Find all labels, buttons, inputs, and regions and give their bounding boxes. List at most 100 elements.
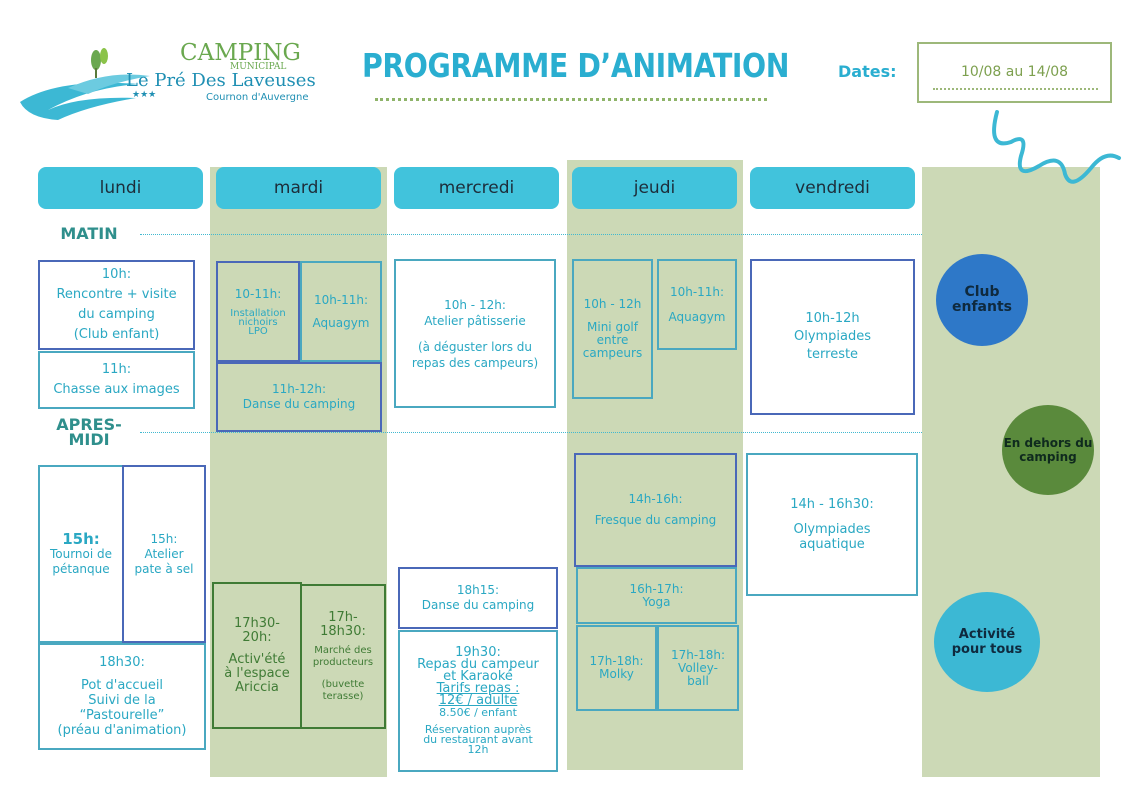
event-line: terasse) <box>322 690 364 702</box>
event-lundi-pot-accueil: 18h30: Pot d'accueil Suivi de la “Pastou… <box>38 643 206 750</box>
day-header-mercredi: mercredi <box>394 167 559 209</box>
event-line: Aquagym <box>668 309 726 324</box>
title-underline <box>375 98 767 101</box>
event-time: 17h-18h: <box>670 647 726 662</box>
event-mardi-danse: 11h-12h: Danse du camping <box>216 362 382 432</box>
event-time: 19h30: <box>455 645 501 660</box>
day-header-jeudi: jeudi <box>572 167 737 209</box>
logo-location-text: Cournon d'Auvergne <box>206 92 309 103</box>
event-mardi-aquagym: 10h-11h: Aquagym <box>300 261 382 362</box>
event-line: LPO <box>248 326 268 337</box>
event-line: “Pastourelle” <box>79 708 165 723</box>
event-line: Tournoi de <box>49 546 113 561</box>
event-line: Atelier pâtisserie <box>424 313 526 328</box>
event-lundi-pate-sel: 15h: Atelier pate à sel <box>122 465 206 643</box>
event-line: Réservation auprès <box>424 723 532 736</box>
event-mercredi-patisserie: 10h - 12h: Atelier pâtisserie (à déguste… <box>394 259 556 408</box>
event-time: 18h15: <box>456 583 500 597</box>
event-mardi-nichoirs: 10-11h: Installation nichoirs LPO <box>216 261 300 362</box>
event-time: 17h30- <box>233 615 280 631</box>
event-lundi-chasse: 11h: Chasse aux images <box>38 351 195 409</box>
event-line: Marché des <box>314 644 372 656</box>
logo-stars: ★★★ <box>132 90 157 100</box>
event-time: 20h: <box>242 629 272 645</box>
morning-divider <box>140 234 922 235</box>
event-line: 12€ / adulte <box>438 693 518 708</box>
afternoon-label-line2: MIDI <box>68 430 110 449</box>
section-morning-label: MATIN <box>38 214 140 252</box>
logo-camping-text: CAMPING <box>180 40 301 66</box>
event-jeudi-yoga: 16h-17h: Yoga <box>576 567 737 624</box>
event-jeudi-mini-golf: 10h - 12h Mini golf entre campeurs <box>572 259 653 399</box>
legend-outside-label: En dehors du camping <box>1003 436 1093 464</box>
event-lundi-petanque: 15h: Tournoi de pétanque <box>38 465 124 643</box>
event-line: Atelier <box>144 546 184 561</box>
event-line: Aquagym <box>312 315 370 330</box>
day-header-mardi: mardi <box>216 167 381 209</box>
event-time: 15h: <box>150 531 178 546</box>
dates-value: 10/08 au 14/08 <box>960 64 1069 80</box>
event-line: Olympiades <box>793 522 871 537</box>
event-line: Yoga <box>642 594 671 609</box>
legend-club-label: Club enfants <box>952 284 1012 315</box>
event-line: nichoirs <box>238 317 278 328</box>
event-time: 10-11h: <box>234 287 282 301</box>
event-line: 12h <box>467 743 489 756</box>
event-time: 10h-11h: <box>669 284 725 299</box>
event-mercredi-danse: 18h15: Danse du camping <box>398 567 558 629</box>
event-mardi-marche: 17h- 18h30: Marché des producteurs (buve… <box>300 584 386 729</box>
event-line: Installation <box>230 308 286 319</box>
event-line: campeurs <box>582 346 643 360</box>
event-line: Danse du camping <box>421 598 535 612</box>
event-time: 10h-12h <box>805 311 860 326</box>
event-line: Repas du campeur <box>417 657 539 672</box>
event-time: 10h - 12h <box>583 297 642 311</box>
camping-logo: CAMPING MUNICIPAL Le Pré Des Laveuses ★★… <box>18 40 316 120</box>
event-time: 10h: <box>101 267 132 282</box>
event-line: et Karaoké <box>443 669 513 684</box>
event-line: ball <box>687 673 709 688</box>
event-line: (à déguster lors du <box>417 339 533 354</box>
event-line: Fresque du camping <box>594 513 717 527</box>
event-line: du camping <box>78 307 155 322</box>
event-time: 18h30: <box>99 655 145 670</box>
wave-logo-icon <box>20 48 150 120</box>
event-line: Volley- <box>678 660 718 675</box>
legend-club-enfants: Club enfants <box>936 254 1028 346</box>
event-time: 14h - 16h30: <box>790 497 874 512</box>
afternoon-divider <box>140 432 922 433</box>
event-time: 17h- <box>328 609 358 625</box>
event-time: 14h-16h: <box>628 492 683 506</box>
event-line: Olympiades <box>793 329 872 344</box>
event-line: Activ'été <box>228 651 286 667</box>
event-line: Ariccia <box>235 679 279 695</box>
event-line: pate à sel <box>134 561 194 576</box>
dates-box: 10/08 au 14/08 <box>917 42 1112 103</box>
event-time: 10h-11h: <box>313 292 369 307</box>
event-time: 11h-12h: <box>271 382 327 396</box>
dates-label: Dates: <box>838 62 897 81</box>
legend-all-label: Activité pour tous <box>951 627 1023 657</box>
legend-en-dehors: En dehors du camping <box>1002 405 1094 495</box>
section-afternoon-label: APRES- MIDI <box>38 412 140 452</box>
event-time: 11h: <box>101 362 132 377</box>
event-line: Danse du camping <box>242 397 356 411</box>
afternoon-label-line1: APRES- <box>56 415 122 434</box>
event-line: (préau d'animation) <box>57 723 187 738</box>
event-line: (buvette <box>321 678 365 690</box>
event-jeudi-fresque: 14h-16h: Fresque du camping <box>574 453 737 567</box>
event-line: Chasse aux images <box>53 382 180 397</box>
event-time: 18h30: <box>320 623 366 639</box>
event-line: entre <box>596 333 629 347</box>
page-title: PROGRAMME D’ANIMATION <box>362 46 790 85</box>
event-mercredi-repas: 19h30: Repas du campeur et Karaoké Tarif… <box>398 630 558 772</box>
event-line: Rencontre + visite <box>56 287 177 302</box>
event-line: du restaurant avant <box>423 733 533 746</box>
event-time: 15h: <box>62 529 100 548</box>
day-header-lundi: lundi <box>38 167 203 209</box>
squiggle-decoration-icon <box>992 110 1121 184</box>
logo-name-text: Le Pré Des Laveuses <box>126 70 316 91</box>
event-jeudi-volley: 17h-18h: Volley- ball <box>657 625 739 711</box>
event-line: Pot d'accueil <box>80 678 164 693</box>
event-line: Suivi de la <box>88 693 156 708</box>
